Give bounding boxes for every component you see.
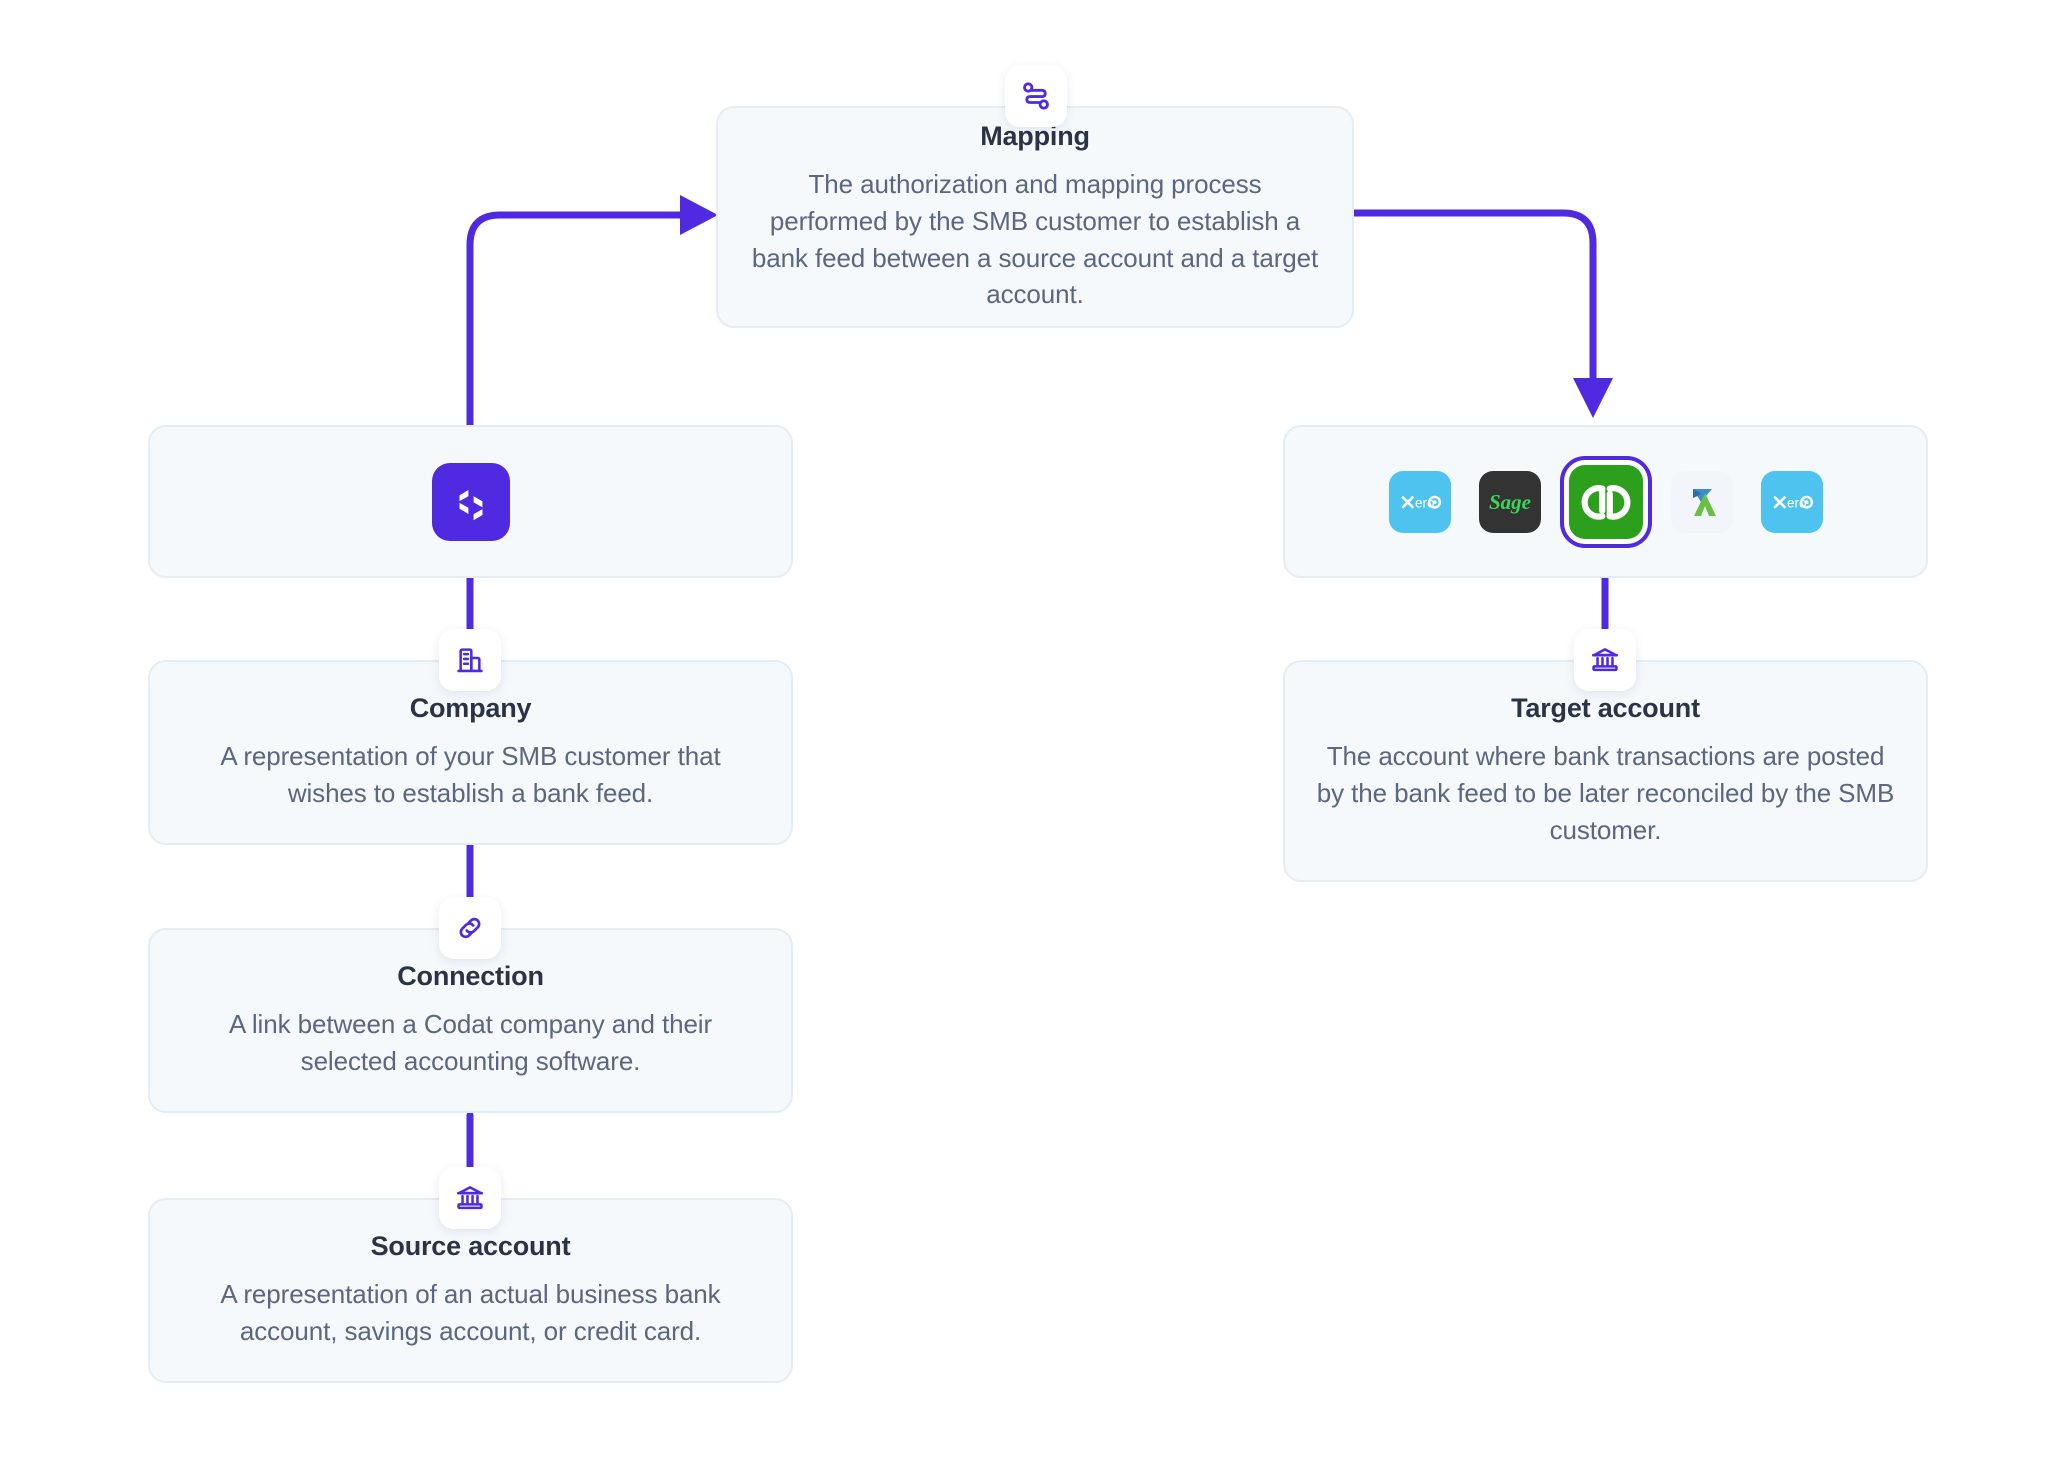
arrowhead-into-mapping xyxy=(680,195,718,235)
platform-tile-sage[interactable]: Sage xyxy=(1478,470,1541,533)
node-card-mapping[interactable]: Mapping The authorization and mapping pr… xyxy=(716,106,1354,328)
codat-logo-icon xyxy=(431,462,510,541)
platform-tile-xero-1[interactable]: ero xyxy=(1388,470,1451,533)
node-title: Target account xyxy=(1511,693,1700,724)
freeagent-logo-icon xyxy=(1692,488,1716,516)
quickbooks-logo-icon xyxy=(1581,484,1630,520)
link-chain-icon xyxy=(439,897,501,959)
xero-logo-icon: ero xyxy=(1773,495,1813,510)
node-description: A representation of your SMB customer th… xyxy=(220,741,721,808)
connector-codat-to-mapping xyxy=(466,211,691,429)
platform-tile-quickbooks[interactable] xyxy=(1568,464,1643,539)
bank-icon xyxy=(439,1167,501,1229)
node-description: The authorization and mapping process pe… xyxy=(751,168,1319,310)
bank-icon xyxy=(1574,629,1636,691)
office-building-icon xyxy=(439,629,501,691)
accounting-platform-strip: ero Sage xyxy=(1283,425,1928,578)
node-description: The account where bank transactions are … xyxy=(1316,741,1895,845)
xero-logo-icon: ero xyxy=(1401,495,1441,510)
mapping-route-icon xyxy=(1005,65,1067,127)
node-title: Company xyxy=(409,693,532,724)
node-description: A representation of an actual business b… xyxy=(220,1279,721,1346)
node-description: A link between a Codat company and their… xyxy=(228,1009,713,1076)
platform-tile-freeagent[interactable] xyxy=(1670,470,1733,533)
codat-brand-box[interactable] xyxy=(148,425,793,578)
node-card-target-account[interactable]: Target account The account where bank tr… xyxy=(1283,660,1928,882)
platform-tile-xero-2[interactable]: ero xyxy=(1760,470,1823,533)
node-title: Connection xyxy=(397,961,544,992)
sage-logo-icon: Sage xyxy=(1489,490,1531,514)
connector-mapping-to-platforms xyxy=(1348,209,1597,389)
svg-text:Sage: Sage xyxy=(1489,490,1531,514)
arrowhead-into-platforms xyxy=(1573,378,1613,418)
node-title: Source account xyxy=(370,1231,571,1262)
